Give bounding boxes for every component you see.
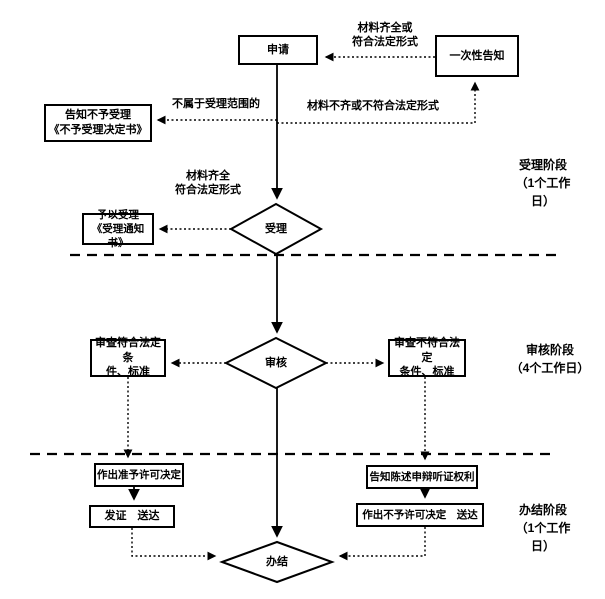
stage-label-review: 审核阶段 （4个工作日） — [510, 343, 590, 375]
reject-notice-box: 告知不予受理 《不予受理决定书》 — [44, 104, 152, 142]
stage-label-completion: 办结阶段 （1个工作 日） — [515, 503, 571, 553]
review-diamond-label: 审核 — [265, 357, 287, 369]
edge-issue-to-complete — [131, 528, 217, 561]
edge-label-not-in-scope: 不属于受理范围的 — [172, 98, 260, 110]
review-diamond — [223, 336, 329, 390]
edge-label-materials-ok-or-legal: 材料齐全或 符合法定形式 — [352, 22, 418, 49]
edge-label-materials-incomplete: 材料不齐或不符合法定形式 — [307, 100, 439, 112]
edge-deny-to-complete — [338, 527, 426, 561]
complete-diamond-label: 办结 — [266, 556, 288, 568]
deny-decision-box: 作出不予许可决定 送达 — [356, 503, 484, 527]
application-box: 申请 — [238, 35, 318, 65]
review-fail-box: 审查不符合法定 条件、标准 — [388, 337, 466, 378]
complete-diamond — [219, 540, 335, 584]
accept-notice-box: 予以受理 《受理通知书》 — [82, 209, 154, 249]
one-time-notice-box: 一次性告知 — [435, 35, 519, 77]
edge-to-one-time-notice — [277, 81, 480, 124]
grant-decision-box: 作出准予许可决定 — [94, 463, 184, 487]
inform-rights-box: 告知陈述申辩听证权利 — [366, 465, 478, 489]
edge-label-materials-ok-legal: 材料齐全 符合法定形式 — [175, 170, 241, 197]
issue-deliver-box: 发证 送达 — [89, 505, 175, 528]
accept-diamond-label: 受理 — [265, 223, 287, 235]
stage-label-acceptance: 受理阶段 （1个工作 日） — [515, 158, 571, 208]
accept-diamond — [228, 202, 324, 256]
review-pass-box: 审查符合法定条 件、标准 — [90, 337, 166, 378]
